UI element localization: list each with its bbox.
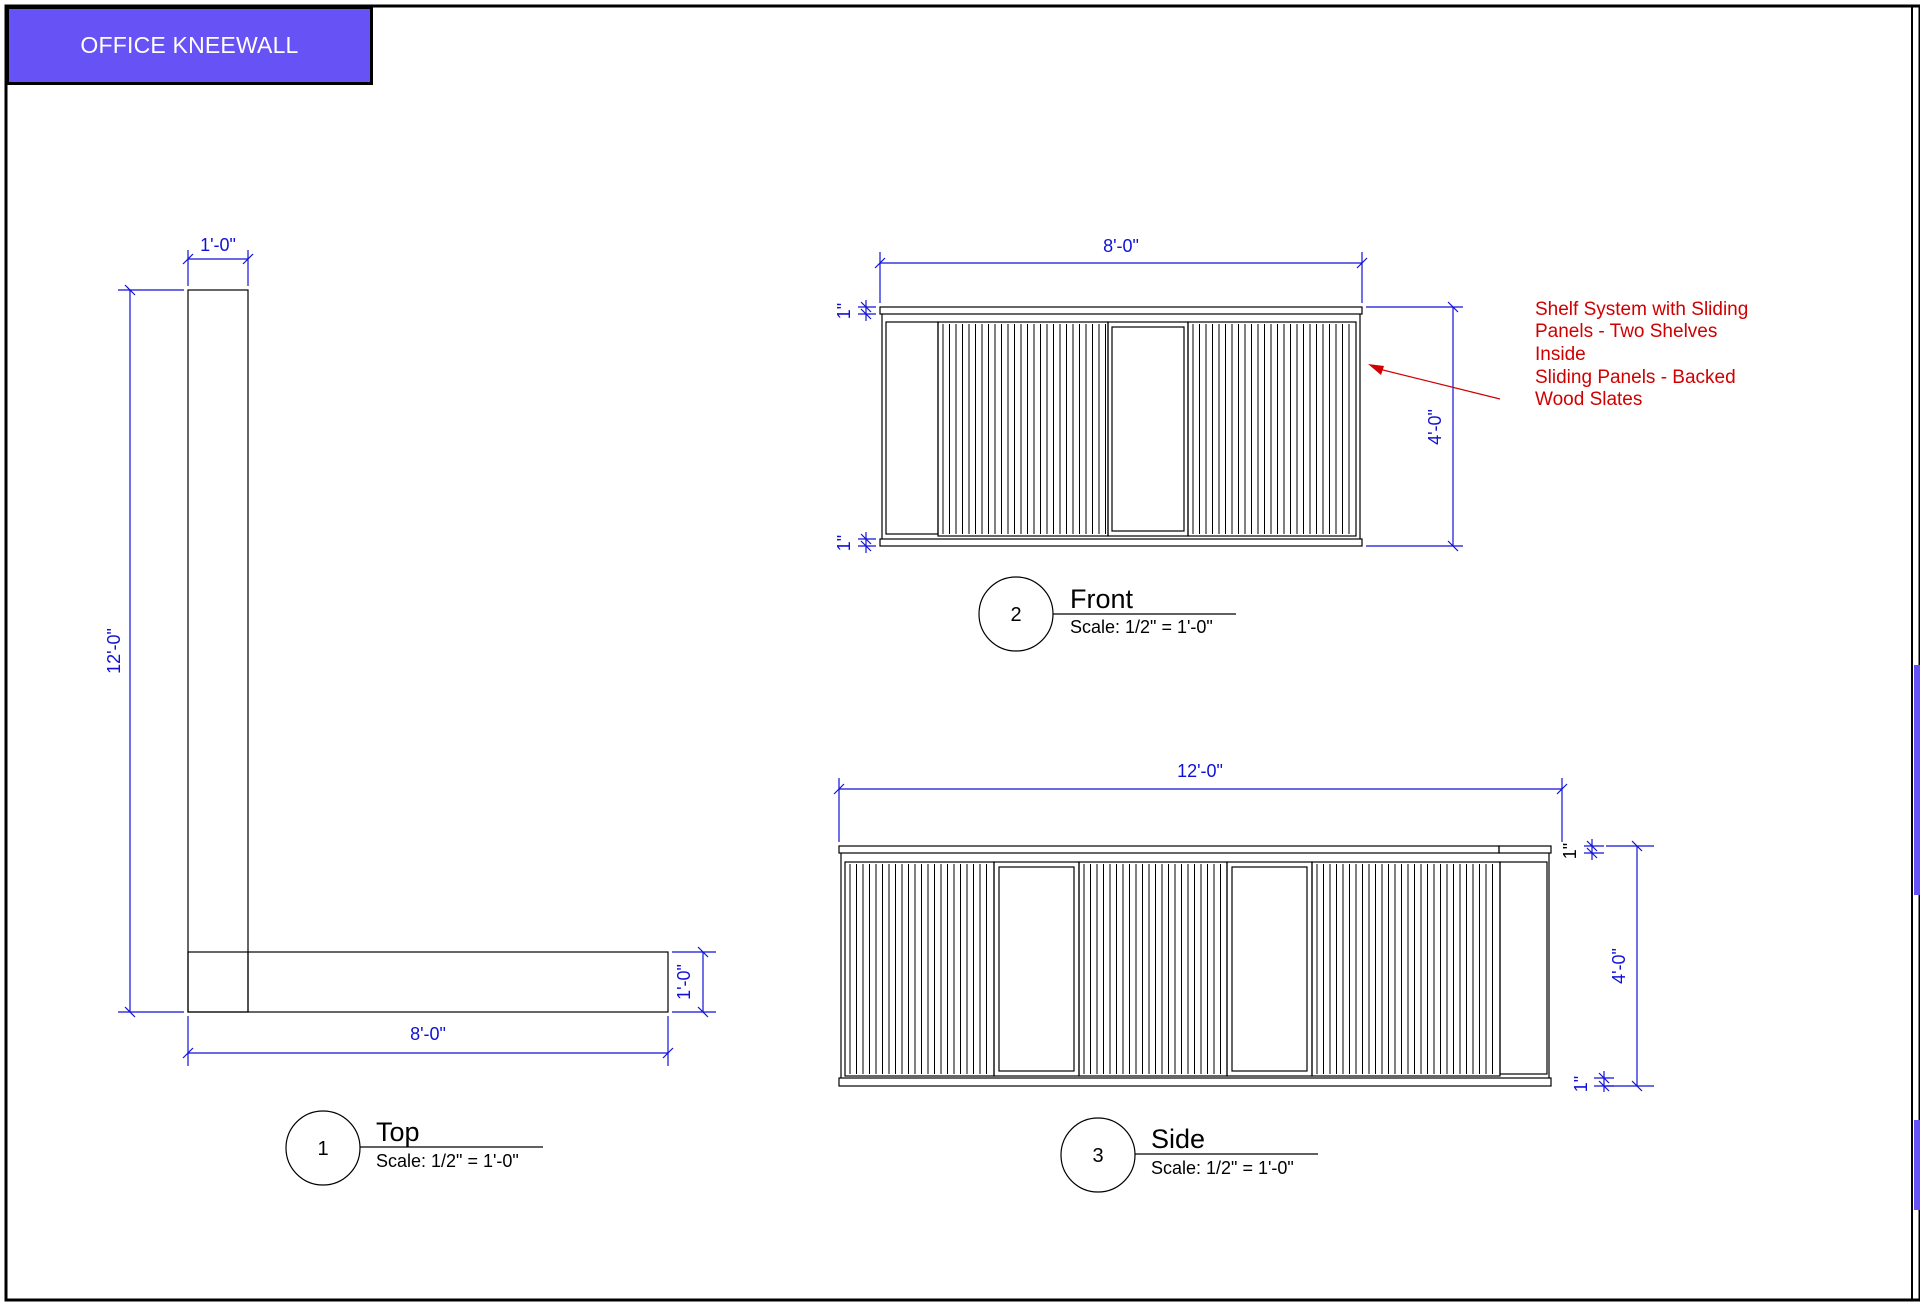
tick [1586,847,1598,859]
dim-label-front-base: 1" [834,535,854,551]
view-name: Top [376,1117,420,1147]
front-glass-panel [1107,321,1189,537]
side-inner-frame-1 [998,866,1075,1072]
top-view-dimensions [118,250,716,1066]
view-scale: Scale: 1/2" = 1'-0" [1070,617,1213,637]
view-name: Side [1151,1124,1205,1154]
dim-label-top-width: 1'-0" [200,235,236,255]
sheet-title-box: OFFICE KNEEWALL [6,6,373,85]
adjacent-sheet-tab [1914,665,1920,895]
side-glass-panel-2 [1226,861,1313,1077]
top-view-dim-labels: 1'-0" 12'-0" 8'-0" 1'-0" [104,235,694,1044]
tick [182,1047,194,1059]
side-slat-panel-3 [1311,861,1501,1077]
dim-label-side-base: 1" [1571,1076,1591,1092]
front-view-dim-labels: 8'-0" 4'-0" 1" 1" [834,236,1445,551]
front-open-shelf [885,321,939,535]
tick [1598,1080,1610,1092]
view-name: Front [1070,584,1134,614]
side-top-cap [838,845,1500,854]
view-number: 2 [1010,604,1021,626]
note-line: Sliding Panels - Backed [1535,367,1736,388]
note-leader-line [1374,367,1501,400]
front-view-title: 2 Front Scale: 1/2" = 1'-0" [978,576,1236,652]
view-number: 3 [1092,1145,1103,1167]
tick [1586,840,1598,852]
dim-label-top-base-length: 8'-0" [410,1024,446,1044]
view-number: 1 [317,1138,328,1160]
dim-label-front-length: 8'-0" [1103,236,1139,256]
side-view-drawing [838,845,1552,1087]
tick [662,1047,674,1059]
note-line: Wood Slates [1535,389,1642,410]
side-view-dim-labels: 12'-0" 4'-0" 1" 1" [1177,761,1629,1092]
tick [697,946,709,958]
front-bottom-base [879,538,1363,547]
tick [1356,257,1368,269]
dim-label-top-base-width: 1'-0" [674,964,694,1000]
side-glass-panel-1 [993,861,1080,1077]
side-view-title: 3 Side Scale: 1/2" = 1'-0" [1060,1117,1318,1193]
view-number-bubble [1060,1117,1136,1193]
tick [1556,783,1568,795]
view-scale: Scale: 1/2" = 1'-0" [1151,1158,1294,1178]
tick [1598,1072,1610,1084]
tick [1631,840,1643,852]
tick [1631,1080,1643,1092]
dim-label-front-cap: 1" [834,303,854,319]
tick [860,540,872,552]
dim-label-side-cap: 1" [1560,843,1580,859]
sheet-title: OFFICE KNEEWALL [80,32,299,58]
note-line: Inside [1535,344,1586,365]
front-view-drawing [879,306,1363,547]
front-view-dimensions [858,252,1463,553]
front-top-cap [879,306,1363,315]
tick [1447,301,1459,313]
side-bottom-base [838,1077,1552,1087]
note-line: Shelf System with Sliding [1535,299,1748,320]
tick [860,308,872,320]
front-inner-frame [1111,326,1185,532]
side-slat-panel-1 [844,861,995,1077]
top-view-vertical-leg [187,289,249,1013]
tick [697,1006,709,1018]
side-open-shelf [1499,861,1548,1075]
front-view-note: Shelf System with Sliding Panels - Two S… [1368,299,1748,410]
top-view-horizontal-leg [187,951,669,1013]
tick [833,783,845,795]
tick [874,257,886,269]
tick [124,1006,136,1018]
note-leader-arrowhead [1368,364,1384,375]
tick [124,284,136,296]
tick [182,253,194,265]
side-end-post-cap [1498,845,1552,854]
tick [1447,540,1459,552]
slat-lines [849,324,1493,1074]
view-number-bubble [285,1110,361,1186]
side-slat-panel-2 [1078,861,1228,1077]
side-view-dimensions [833,778,1654,1092]
dim-label-side-length: 12'-0" [1177,761,1223,781]
tick [860,533,872,545]
tick [242,253,254,265]
view-scale: Scale: 1/2" = 1'-0" [376,1151,519,1171]
top-view-title: 1 Top Scale: 1/2" = 1'-0" [285,1110,543,1186]
side-inner-frame-2 [1231,866,1308,1072]
tick [860,301,872,313]
top-view-drawing [187,289,669,1013]
sheet-border [4,4,1920,1302]
front-slat-panel-left [937,321,1109,537]
dim-label-top-height: 12'-0" [104,628,124,674]
adjacent-sheet-tab [1914,1120,1920,1210]
dim-label-side-height: 4'-0" [1609,948,1629,984]
note-line: Panels - Two Shelves [1535,321,1717,342]
front-slat-panel-right [1187,321,1357,537]
dim-label-front-height: 4'-0" [1425,409,1445,445]
